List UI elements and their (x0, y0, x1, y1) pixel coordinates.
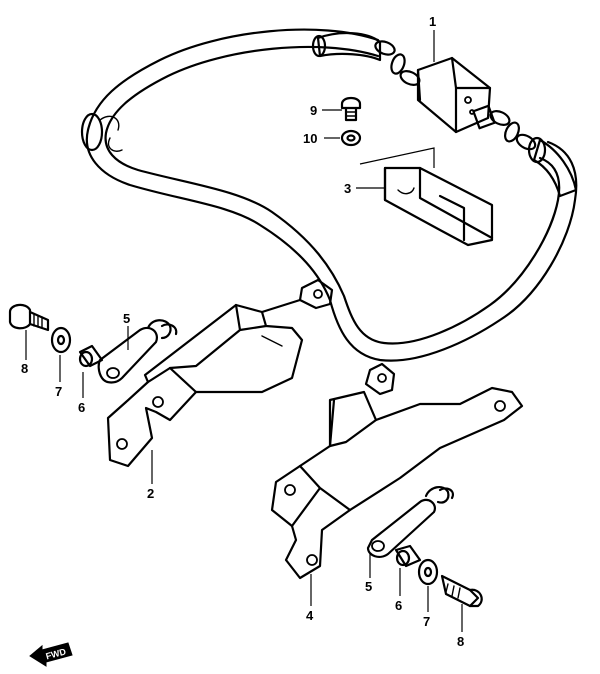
left-washer-7 (50, 326, 72, 354)
washer-10 (340, 129, 362, 147)
right-bracket (270, 362, 524, 580)
right-bolt-8 (440, 574, 483, 608)
callout-labels: 1 9 10 3 5 8 7 6 2 5 6 4 7 8 (21, 14, 464, 649)
holder-bracket (383, 166, 494, 247)
callout-3: 3 (344, 181, 351, 196)
callout-6-right: 6 (395, 598, 402, 613)
callout-8-right: 8 (457, 634, 464, 649)
left-bracket (106, 278, 334, 468)
fwd-arrow-icon: FWD (29, 642, 73, 667)
callout-9: 9 (310, 103, 317, 118)
leader-lines (25, 30, 463, 632)
callout-7-left: 7 (55, 384, 62, 399)
callout-10: 10 (303, 131, 317, 146)
callout-8-left: 8 (21, 361, 28, 376)
callout-1: 1 (429, 14, 436, 29)
callout-2: 2 (147, 486, 154, 501)
callout-5-left: 5 (123, 311, 130, 326)
right-collar-6 (394, 544, 422, 568)
callout-6-left: 6 (78, 400, 85, 415)
chain-links (374, 40, 537, 151)
left-bolt-8 (8, 303, 50, 332)
callout-7-right: 7 (423, 614, 430, 629)
callout-5-right: 5 (365, 579, 372, 594)
lock-body (416, 56, 496, 134)
right-washer-7 (417, 558, 439, 586)
left-collar-6 (78, 344, 104, 368)
callout-4: 4 (306, 608, 314, 623)
right-hook-5 (366, 486, 454, 558)
left-hook-5 (97, 319, 178, 384)
grab-rail (80, 28, 578, 362)
screw-9 (340, 96, 362, 122)
